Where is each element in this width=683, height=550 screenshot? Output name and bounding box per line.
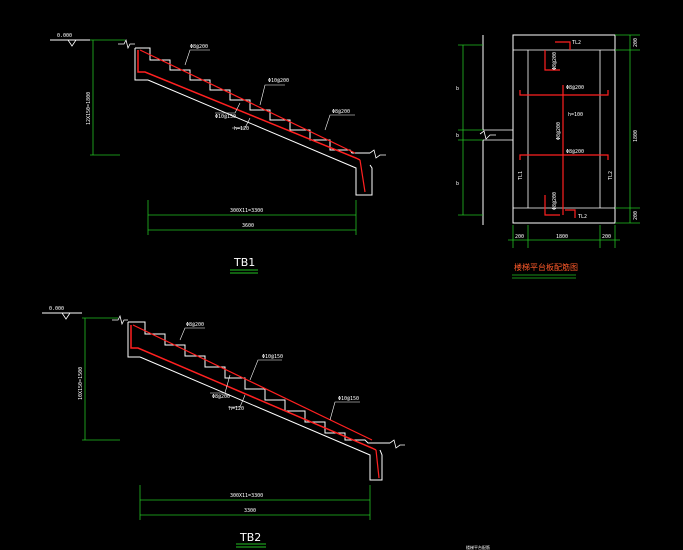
tb2-break-mark	[389, 439, 405, 449]
tb2-rebar-top-label: Φ8@200	[186, 322, 204, 328]
tb2-stair-soffit	[139, 356, 383, 481]
tb1-leader-2	[215, 102, 241, 114]
footer-note: 楼梯平台配筋	[466, 544, 490, 550]
tb2-leader-1	[249, 359, 282, 381]
tb2-landing-beam	[127, 322, 140, 358]
tb1-rebar-3-label: Φ8@200	[332, 109, 350, 115]
plan-outer-frame	[512, 34, 616, 224]
tb1-rebar-1-label: Φ10@200	[268, 78, 289, 84]
plan-rebar-c: Φ8@200	[566, 149, 584, 155]
tb1-height-dim-text: 12X150=1800	[86, 92, 92, 125]
tb1-dim-total: 3600	[242, 223, 254, 229]
tb2-break-mark-top	[112, 314, 128, 326]
plan-caption: 楼梯平台板配筋图	[514, 262, 578, 272]
tb1-rebar-anchor	[359, 159, 366, 193]
tb1-title: TB1	[233, 256, 255, 269]
plan-beam-label-right: TL2	[608, 171, 614, 180]
plan-beam-label-top: TL2	[572, 40, 581, 46]
tb2-leader-4	[228, 394, 246, 408]
tb2-dim-total: 3300	[244, 508, 256, 514]
tb2-level-mark: 0.000	[49, 306, 64, 312]
plan-rebar-a: Φ8@200	[552, 52, 558, 70]
plan-rebar-upper	[519, 90, 609, 96]
plan-rebar-bottom-hook	[565, 209, 576, 218]
plan-rebar-bottom-left	[544, 195, 560, 216]
tb2-leader-3	[329, 401, 360, 421]
tb1-section: 0.000 12X150=1800 Φ8@200 Φ10@200 Φ10@150…	[50, 33, 386, 274]
tb2-leader-2	[210, 374, 231, 394]
plan-dim-bottom-right: 200	[602, 234, 611, 240]
plan-dim-right-bot: 200	[633, 211, 639, 220]
plan-dim-left-1: b	[456, 86, 459, 92]
tb2-rebar-main	[130, 325, 377, 451]
tb2-title: TB2	[239, 531, 261, 544]
plan-beam-label-left: TL1	[518, 171, 524, 180]
tb2-rebar-3-label: Φ10@150	[338, 396, 359, 402]
plan-dim-left-3: b	[456, 181, 459, 187]
plan-dim-bottom-mid: 1800	[556, 234, 568, 240]
tb2-height-dim-text: 10X150=1500	[78, 367, 84, 400]
tb1-rebar-top-label: Φ8@200	[190, 44, 208, 50]
tb2-leader-top	[179, 327, 205, 341]
tb2-stair-outline	[128, 321, 390, 444]
plan-break-mark	[479, 130, 496, 140]
plan-dim-bottom-left: 200	[515, 234, 524, 240]
plan-rebar-top-text: Φ8@200	[566, 85, 584, 91]
plan-dim-right-mid: 1800	[633, 130, 639, 142]
tb1-rebar-main	[137, 50, 361, 161]
tb2-section: 0.000 10X150=1500 Φ8@200 Φ10@150 Φ8@200 …	[42, 306, 405, 548]
tb1-leader-top	[184, 49, 210, 66]
tb1-level-mark: 0.000	[57, 33, 72, 39]
tb1-rebar-top	[139, 49, 356, 154]
tb1-level-symbol	[67, 39, 77, 47]
tb1-stair-outline	[135, 47, 370, 154]
plan-rebar-top-hook	[555, 41, 571, 50]
tb1-slab-label: h=120	[234, 126, 249, 132]
tb1-landing-beam	[134, 48, 148, 81]
plan-rebar-top-left	[544, 50, 560, 71]
tb1-stair-soffit	[147, 79, 373, 196]
platform-plan: TL2 TL1 TL2 TL2 Φ8@200 Φ8@200 Φ8@200 Φ8@…	[456, 34, 640, 279]
tb1-break-mark-top	[118, 38, 135, 50]
tb2-rebar-2-label: Φ8@200	[212, 394, 230, 400]
plan-slab-thk: h=100	[568, 112, 583, 118]
tb2-rebar-1-label: Φ10@150	[262, 354, 283, 360]
tb1-leader-4	[232, 117, 251, 129]
tb2-level-symbol	[61, 312, 71, 320]
plan-dim-right-top: 200	[633, 38, 639, 47]
tb1-leader-3	[324, 114, 355, 131]
tb2-rebar-anchor	[375, 449, 380, 479]
plan-beam-label-bottom: TL2	[578, 214, 587, 220]
tb1-rebar-2-label: Φ10@150	[215, 114, 236, 120]
plan-dim-left-2: b	[456, 133, 459, 139]
tb1-dim-steps: 300X11=3300	[230, 208, 263, 214]
plan-rebar-d: Φ8@200	[552, 192, 558, 210]
tb2-slab-label: h=120	[229, 406, 244, 412]
tb1-break-mark	[369, 149, 386, 159]
tb1-leader-1	[259, 84, 285, 106]
plan-rebar-b: Φ8@200	[556, 122, 562, 140]
tb2-dim-steps: 300X11=3300	[230, 493, 263, 499]
tb2-rebar-top	[132, 324, 373, 441]
plan-rebar-lower	[519, 154, 609, 160]
